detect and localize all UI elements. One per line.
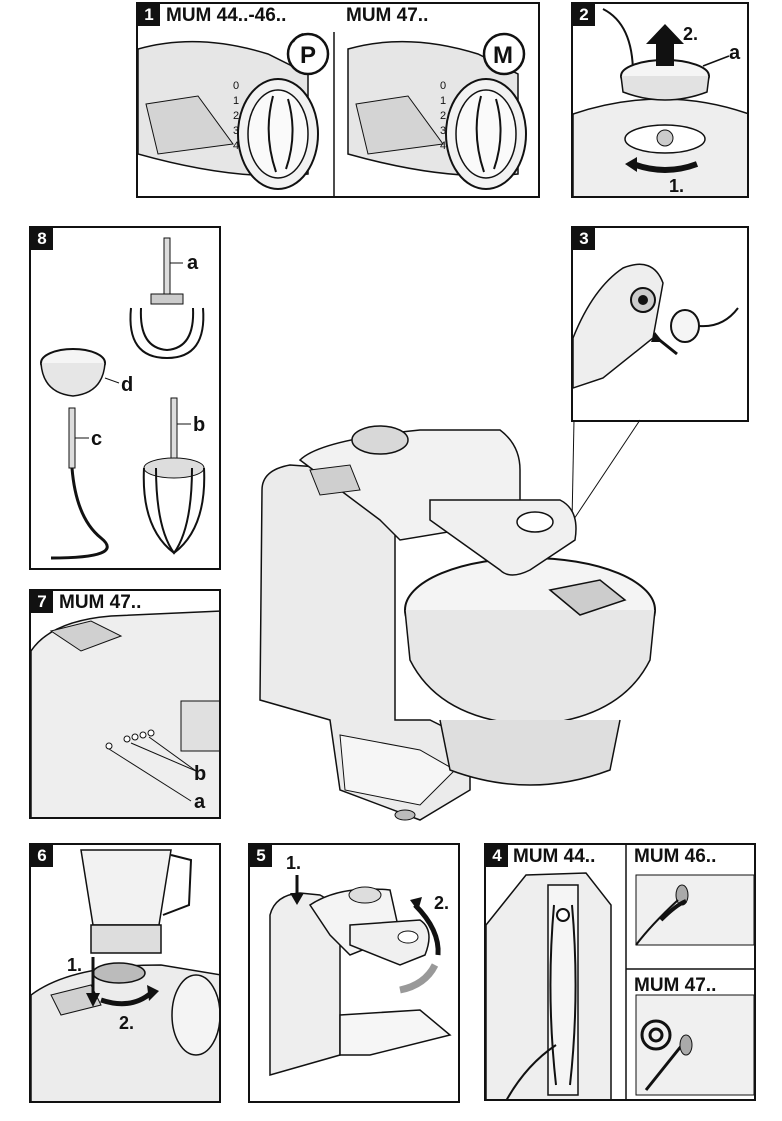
part-label-a: a [187,252,198,275]
panel-8-accessories: 8 a d c b [29,226,221,570]
dial-marks: 0 1 2 3 4 [233,79,239,154]
part-label-b: b [193,414,205,437]
step-2-label: 2. [434,893,449,914]
arm-positioning-illustration [250,845,460,1103]
dial-mark-4: 4 [233,139,239,154]
step-1-label: 1. [669,176,684,197]
step-2-label: 2. [683,24,698,45]
part-label-a: a [194,791,205,814]
panel-5-arm-positioning: 5 1. 2. [248,843,460,1103]
dial-marks-right: 0 1 2 3 4 [440,79,446,154]
cover-removal-illustration [573,4,749,198]
step-1-label: 1. [67,955,82,976]
cable-storage-illustration [486,845,756,1101]
indicator-lights-illustration [31,591,221,819]
blender-attach-illustration [31,845,221,1103]
panel-7-indicator-lights: 7 MUM 47.. b a [29,589,221,819]
panel-2-cover-removal: 2 2. a 1. [571,2,749,198]
step-2-label: 2. [119,1013,134,1034]
part-label-c: c [91,428,102,451]
dial-mark-1: 1 [233,94,239,109]
panel-6-blender-attach: 6 1. 2. [29,843,221,1103]
dial-mark-2: 2 [233,109,239,124]
speed-dial-illustration [138,4,538,196]
dial-mark-4: 4 [440,139,446,154]
panel-1-speed-dial: 1 MUM 44..-46.. MUM 47.. P M 0 1 2 3 4 0… [136,2,540,198]
step-1-label: 1. [286,853,301,874]
dial-mark-0: 0 [440,79,446,94]
dial-mark-2: 2 [440,109,446,124]
cable-connection-illustration [573,228,749,422]
dial-mark-0: 0 [233,79,239,94]
badge-m-label: M [493,42,513,70]
part-label-d: d [121,374,133,397]
panel-3-cable-connection: 3 [571,226,749,422]
badge-p-label: P [300,42,316,70]
accessories-illustration [31,228,221,570]
panel-4-cable-storage: 4 MUM 44.. MUM 46.. MUM 47.. [484,843,756,1101]
part-label-a: a [729,42,740,65]
part-label-b: b [194,763,206,786]
dial-mark-3: 3 [440,124,446,139]
dial-mark-1: 1 [440,94,446,109]
dial-mark-3: 3 [233,124,239,139]
